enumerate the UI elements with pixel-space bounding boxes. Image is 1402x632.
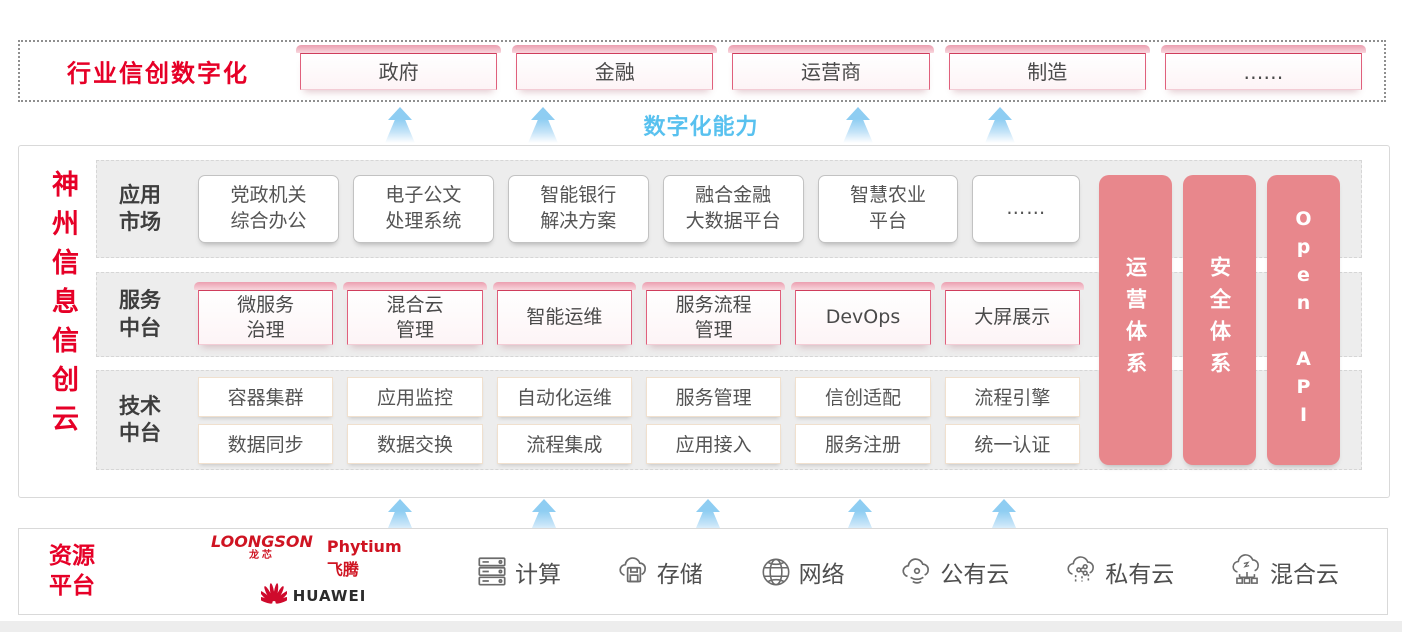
service-box-dashboard-display: 大屏展示 [940,282,1085,345]
app-box-finance-bigdata: 融合金融 大数据平台 [662,175,804,243]
sector-box-operator: 运营商 [728,45,934,90]
up-arrow-icon [983,107,1017,143]
tech-box-xinchuang-adaptation: 信创适配 [795,376,931,417]
tech-platform-boxes: 容器集群 应用监控 自动化运维 服务管理 信创适配 流程引擎 数据同步 数据交换… [198,376,1080,464]
up-arrow-icon [841,107,875,143]
huawei-flower-icon [260,583,287,604]
service-box-service-process-mgmt: 服务流程 管理 [641,282,786,345]
private-cloud-icon [1067,555,1095,582]
hybrid-cloud-icon [1232,553,1259,584]
app-box-smart-agriculture: 智慧农业 平台 [817,175,959,243]
app-market-boxes: 党政机关 综合办公 电子公文 处理系统 智能银行 解决方案 融合金融 大数据平台… [198,175,1081,243]
huawei-logo: HUAWEI [260,583,367,609]
resource-item-network: 网络 [758,554,845,590]
service-platform-boxes: 微服务 治理 混合云 管理 智能运维 服务流程 管理 DevOps 大屏展示 [193,282,1085,345]
cloud-platform-box: 神州信息信创云 应用市场 党政机关 综合办公 电子公文 处理系统 智能银行 解决… [18,145,1390,498]
service-platform-panel: 服务中台 微服务 治理 混合云 管理 智能运维 服务流程 管理 DevOps 大… [96,272,1362,357]
service-box-intelligent-ops: 智能运维 [492,282,637,345]
side-bar-operation-system: 运营体系 [1099,175,1172,465]
tech-box-app-monitoring: 应用监控 [347,376,483,417]
capability-label: 数字化能力 [643,115,759,140]
app-market-panel: 应用市场 党政机关 综合办公 电子公文 处理系统 智能银行 解决方案 融合金融 … [96,160,1362,258]
app-box-e-document-system: 电子公文 处理系统 [352,175,494,243]
server-icon [478,556,506,586]
service-box-hybrid-cloud-mgmt: 混合云 管理 [343,282,487,345]
tech-box-automated-ops: 自动化运维 [496,376,632,417]
resource-item-compute: 计算 [474,554,561,590]
side-bar-security-system: 安全体系 [1183,175,1256,465]
sector-box-manufacturing: 制造 [944,45,1151,90]
tech-platform-panel: 技术中台 容器集群 应用监控 自动化运维 服务管理 信创适配 流程引擎 数据同步… [96,370,1362,470]
tech-platform-label: 技术中台 [119,393,161,445]
tech-box-process-engine: 流程引擎 [944,376,1080,417]
resource-item-hybrid-cloud: 混合云 [1229,553,1339,590]
tech-box-container-cluster: 容器集群 [198,376,334,417]
side-bar-open-api: Open API [1267,175,1340,465]
platform-vertical-title: 神州信息信创云 [47,170,78,443]
tech-box-app-access: 应用接入 [645,423,782,464]
resource-item-public-cloud: 公有云 [899,554,1009,590]
public-cloud-icon [902,557,930,584]
vendor-logos: LOONGSON 龙芯 Phytium飞腾 [211,534,416,609]
tech-box-service-registry: 服务注册 [795,423,931,464]
tech-box-process-integration: 流程集成 [496,423,632,464]
resource-item-row: 计算 存储 网络 [474,553,1339,590]
resource-platform-label: 资源平台 [49,542,95,599]
sector-box-government: 政府 [295,45,502,90]
app-market-label: 应用市场 [119,182,161,234]
resource-item-storage: 存储 [616,554,703,590]
app-box-more: …… [972,175,1081,243]
sector-box-row: 政府 金融 运营商 制造 …… [295,45,1367,90]
app-box-party-gov-office: 党政机关 综合办公 [198,175,339,243]
tech-box-service-mgmt: 服务管理 [645,376,782,417]
storage-cloud-icon [619,556,646,582]
service-platform-label: 服务中台 [119,288,161,340]
sector-box-more: …… [1160,45,1367,90]
sector-box-finance: 金融 [512,45,718,90]
loongson-logo: LOONGSON 龙芯 [211,532,313,561]
bottom-divider [0,621,1402,632]
tech-box-unified-auth: 统一认证 [944,423,1080,464]
industry-digitalization-banner: 行业信创数字化 政府 金融 运营商 制造 …… [18,40,1386,102]
phytium-logo: Phytium飞腾 [326,537,402,579]
network-globe-icon [762,558,790,585]
service-box-devops: DevOps [791,282,935,345]
banner-title: 行业信创数字化 [67,59,249,88]
service-box-microservice-governance: 微服务 治理 [193,282,338,345]
tech-box-data-sync: 数据同步 [198,423,334,464]
resource-item-private-cloud: 私有云 [1064,554,1174,590]
tech-box-data-exchange: 数据交换 [347,423,483,464]
resource-platform-box: 资源平台 LOONGSON 龙芯 Phytium飞腾 [18,528,1388,615]
app-box-smart-banking: 智能银行 解决方案 [507,175,649,243]
